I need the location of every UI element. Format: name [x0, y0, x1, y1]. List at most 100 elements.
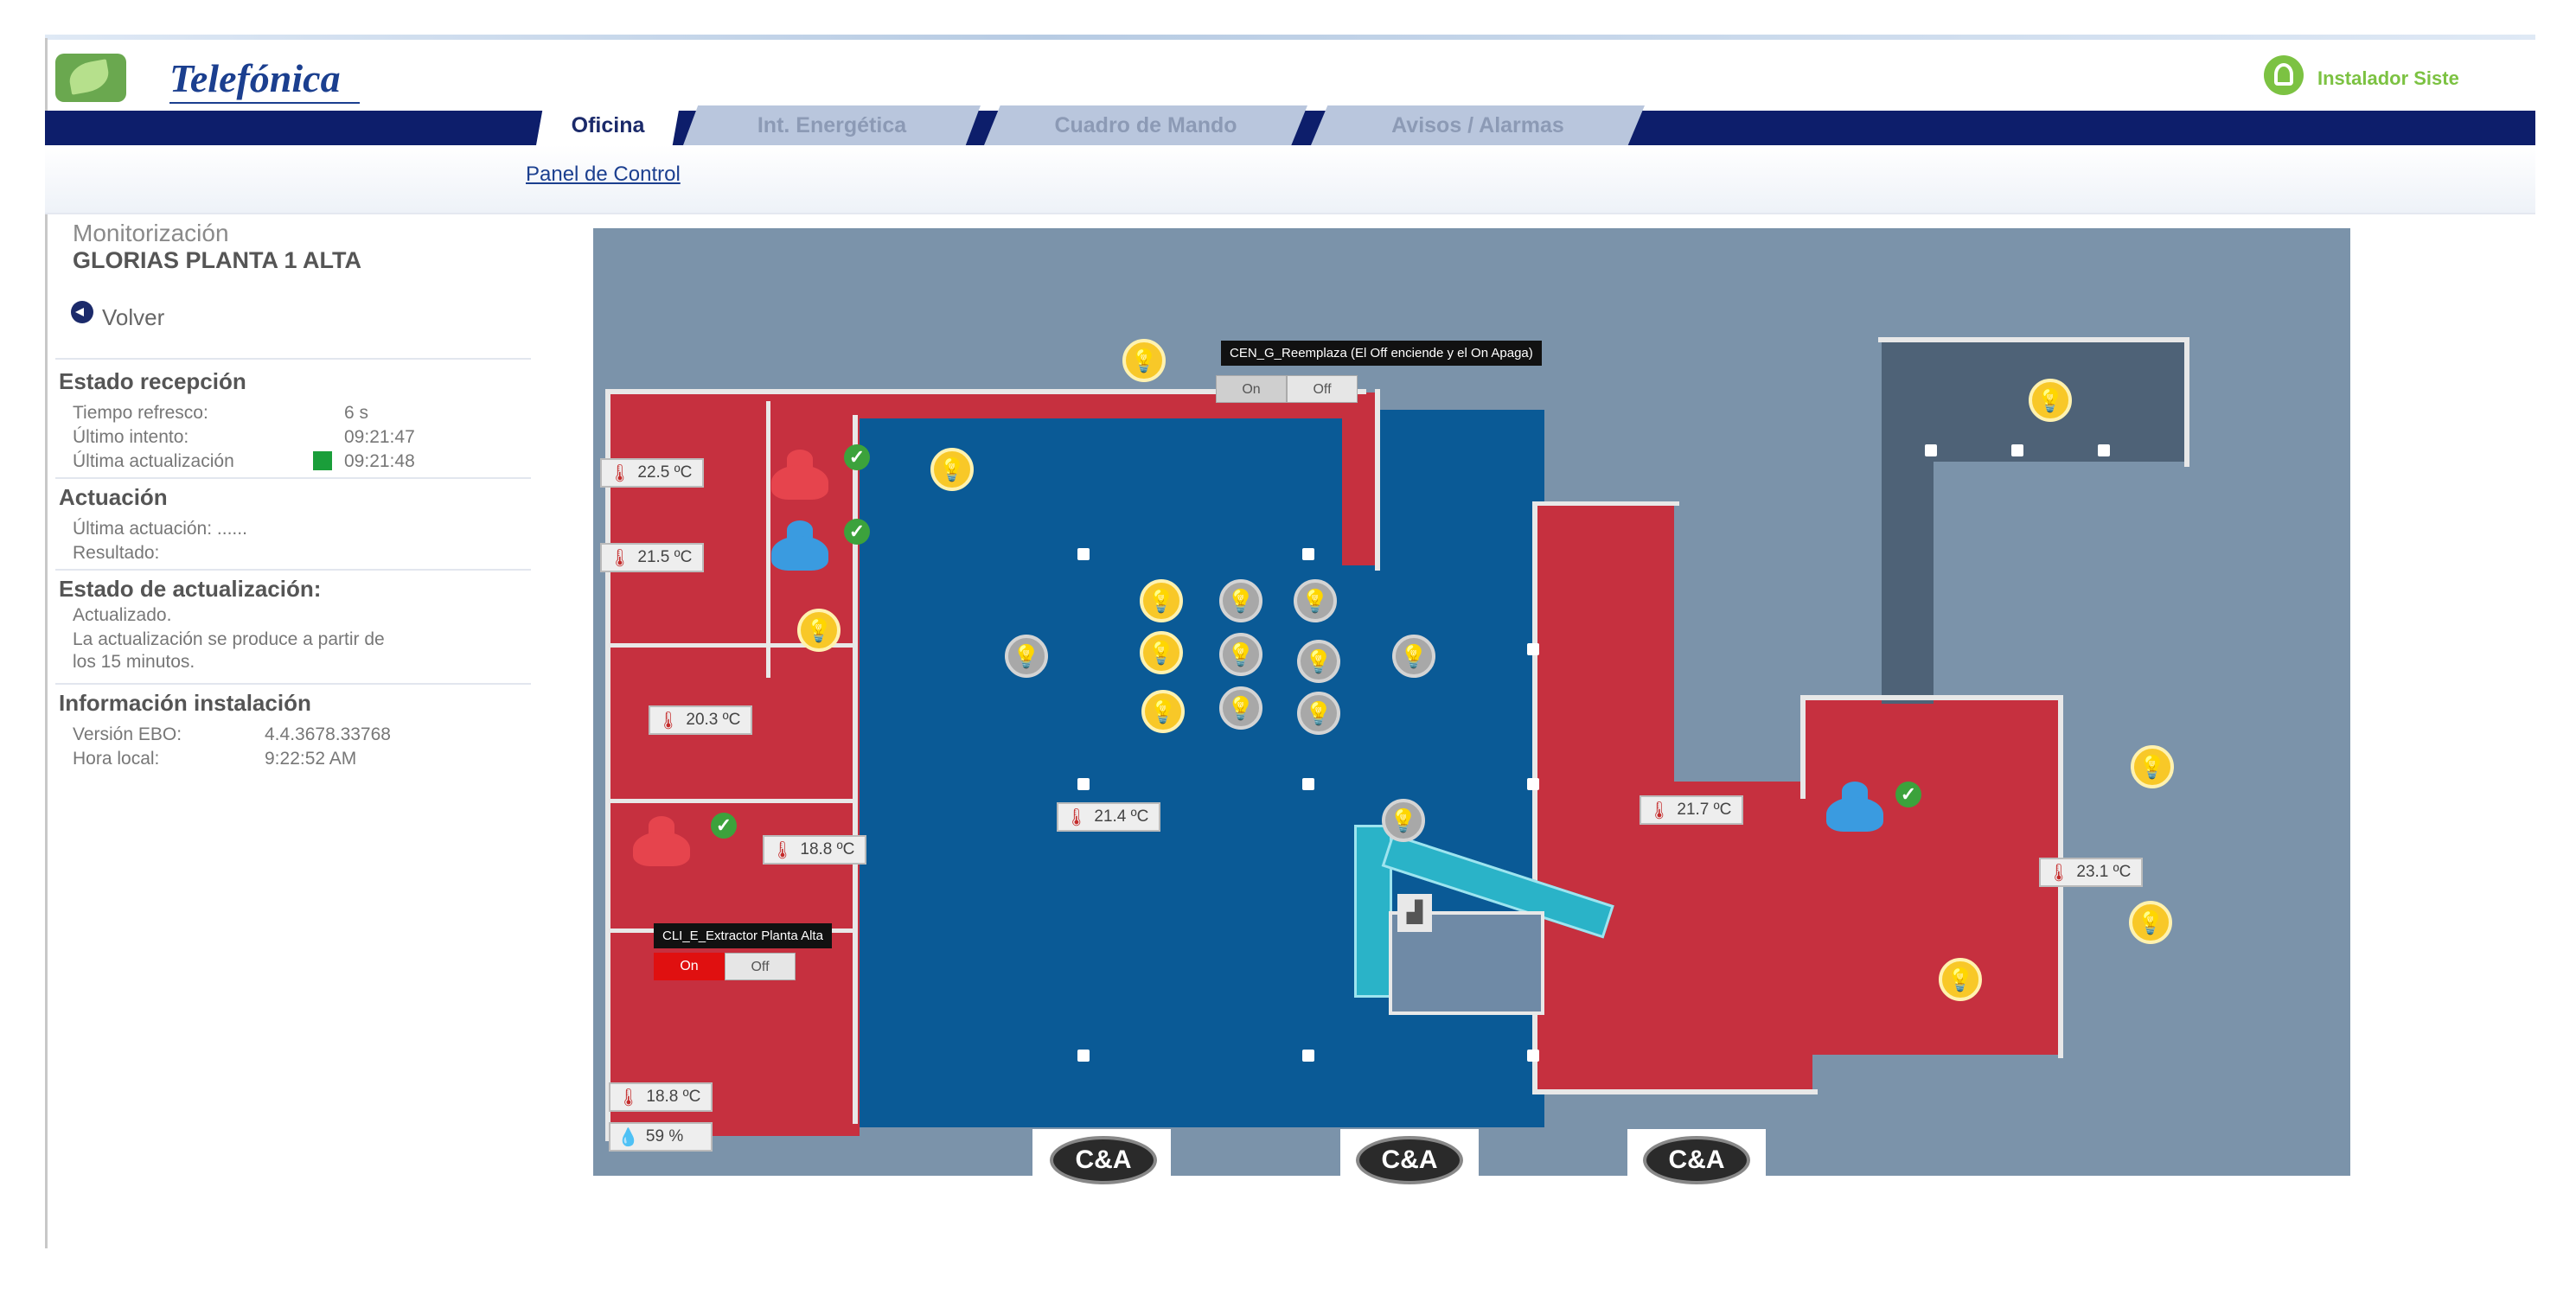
- sensor-dot: [1077, 548, 1090, 560]
- sensor-dot: [1302, 1050, 1314, 1062]
- local-time-label: Hora local:: [73, 749, 160, 769]
- lamp-on-icon[interactable]: 💡: [1140, 579, 1183, 622]
- divider: [55, 683, 531, 685]
- lamp-on-icon[interactable]: 💡: [2129, 901, 2172, 944]
- ca-logo: C&A: [1356, 1136, 1463, 1184]
- lamp-off-icon[interactable]: 💡: [1219, 686, 1262, 730]
- temperature-readout[interactable]: 🌡18.8 ºC: [763, 835, 866, 865]
- lamp-on-icon[interactable]: 💡: [1122, 339, 1166, 382]
- wall: [1375, 389, 1380, 571]
- divider: [55, 358, 531, 360]
- humidity-icon: 💧: [617, 1127, 639, 1147]
- lamp-on-icon[interactable]: 💡: [2029, 379, 2072, 422]
- lamp-off-icon[interactable]: 💡: [1219, 633, 1262, 676]
- wall: [605, 643, 856, 648]
- thermometer-icon: 🌡: [1648, 801, 1671, 820]
- floor-plan: ▟ 💡 💡 💡 💡 💡 💡 💡 💡 💡 💡 💡 💡 💡 💡 💡 💡 💡 💡 💡 …: [593, 228, 2350, 1176]
- thermometer-icon: 🌡: [617, 1088, 640, 1107]
- actuation-heading: Actuación: [59, 484, 168, 510]
- wall: [853, 415, 858, 1124]
- leaf-logo-icon: [55, 54, 126, 102]
- user-label[interactable]: Instalador Siste: [2317, 67, 2459, 89]
- window-top-strip: [45, 35, 2535, 40]
- reception-heading: Estado recepción: [59, 368, 246, 394]
- user-icon[interactable]: [2264, 55, 2304, 95]
- wall: [1532, 1089, 1818, 1094]
- lamp-off-icon[interactable]: 💡: [1297, 692, 1340, 735]
- ebo-version-value: 4.4.3678.33768: [265, 724, 391, 744]
- toggle-off-button[interactable]: Off: [725, 953, 796, 980]
- back-arrow-icon[interactable]: [71, 301, 93, 323]
- east-offices: [1640, 782, 1812, 1093]
- heating-unit-icon[interactable]: [628, 816, 695, 870]
- sensor-dot: [1302, 548, 1314, 560]
- lamp-on-icon[interactable]: 💡: [1939, 958, 1982, 1001]
- device-tooltip: CLI_E_Extractor Planta Alta: [654, 923, 832, 948]
- ca-logo: C&A: [1643, 1136, 1750, 1184]
- device-tooltip: CEN_G_Reemplaza (El Off enciende y el On…: [1221, 341, 1542, 366]
- thermometer-icon: 🌡: [2048, 863, 2070, 883]
- toggle-on-button[interactable]: On: [654, 953, 725, 980]
- panel-de-control-link[interactable]: Panel de Control: [526, 163, 681, 186]
- east-offices: [1804, 700, 2058, 1055]
- tab-int-energetica[interactable]: Int. Energética: [683, 105, 981, 145]
- status-ok-indicator: [313, 451, 332, 470]
- lamp-off-icon[interactable]: 💡: [1005, 635, 1048, 678]
- thermometer-icon: 🌡: [771, 840, 794, 860]
- cooling-unit-icon[interactable]: [1821, 782, 1889, 835]
- last-update-label: Última actualización: [73, 451, 234, 471]
- sub-nav: [45, 145, 2535, 214]
- wall: [1532, 501, 1679, 506]
- lighting-toggle[interactable]: On Off: [1216, 375, 1358, 403]
- temperature-readout[interactable]: 🌡23.1 ºC: [2039, 858, 2143, 887]
- stairwell: [1389, 911, 1544, 1015]
- lamp-on-icon[interactable]: 💡: [1141, 690, 1185, 733]
- local-time-value: 9:22:52 AM: [265, 749, 357, 769]
- thermometer-icon: 🌡: [609, 548, 631, 568]
- temperature-readout[interactable]: 🌡21.4 ºC: [1057, 802, 1160, 832]
- tab-oficina[interactable]: Oficina: [536, 105, 680, 145]
- lamp-on-icon[interactable]: 💡: [930, 448, 974, 491]
- last-attempt-label: Último intento:: [73, 427, 189, 447]
- lamp-off-icon[interactable]: 💡: [1219, 579, 1262, 622]
- tab-avisos-alarmas[interactable]: Avisos / Alarmas: [1311, 105, 1645, 145]
- lamp-on-icon[interactable]: 💡: [1140, 631, 1183, 674]
- lamp-off-icon[interactable]: 💡: [1382, 799, 1425, 842]
- wall: [605, 389, 1366, 394]
- update-line: los 15 minutos.: [73, 652, 195, 672]
- location-title: GLORIAS PLANTA 1 ALTA: [73, 247, 361, 273]
- lamp-on-icon[interactable]: 💡: [797, 609, 841, 652]
- lamp-off-icon[interactable]: 💡: [1392, 635, 1435, 678]
- humidity-readout[interactable]: 💧59 %: [609, 1122, 713, 1152]
- back-link[interactable]: Volver: [102, 304, 165, 330]
- brand-underline: [169, 102, 360, 104]
- temperature-readout[interactable]: 🌡18.8 ºC: [609, 1082, 713, 1112]
- sensor-dot: [1302, 778, 1314, 790]
- status-check-icon: ✓: [844, 519, 870, 545]
- lamp-off-icon[interactable]: 💡: [1297, 640, 1340, 683]
- west-offices: [609, 392, 860, 1136]
- sensor-dot: [1077, 1050, 1090, 1062]
- lamp-on-icon[interactable]: 💡: [2131, 745, 2174, 788]
- temperature-readout[interactable]: 🌡20.3 ºC: [649, 705, 752, 735]
- wall: [2184, 337, 2189, 467]
- cooling-unit-icon[interactable]: [766, 520, 834, 574]
- heating-unit-icon[interactable]: [766, 450, 834, 503]
- sensor-dot: [1527, 778, 1539, 790]
- sensor-dot: [2098, 444, 2110, 456]
- temperature-readout[interactable]: 🌡22.5 ºC: [600, 458, 704, 488]
- toggle-on-button[interactable]: On: [1216, 375, 1287, 403]
- thermometer-icon: 🌡: [609, 463, 631, 483]
- temperature-readout[interactable]: 🌡21.7 ºC: [1640, 795, 1743, 825]
- wall: [605, 799, 856, 803]
- temperature-readout[interactable]: 🌡21.5 ºC: [600, 543, 704, 572]
- last-attempt-value: 09:21:47: [344, 427, 415, 447]
- tab-cuadro-de-mando[interactable]: Cuadro de Mando: [984, 105, 1307, 145]
- thermometer-icon: 🌡: [1065, 807, 1088, 827]
- toggle-off-button[interactable]: Off: [1287, 375, 1358, 403]
- lamp-off-icon[interactable]: 💡: [1294, 579, 1337, 622]
- extractor-toggle[interactable]: On Off: [654, 953, 796, 980]
- wall: [1800, 695, 2060, 700]
- last-actuation-label: Última actuación: ......: [73, 519, 247, 539]
- ebo-version-label: Versión EBO:: [73, 724, 182, 744]
